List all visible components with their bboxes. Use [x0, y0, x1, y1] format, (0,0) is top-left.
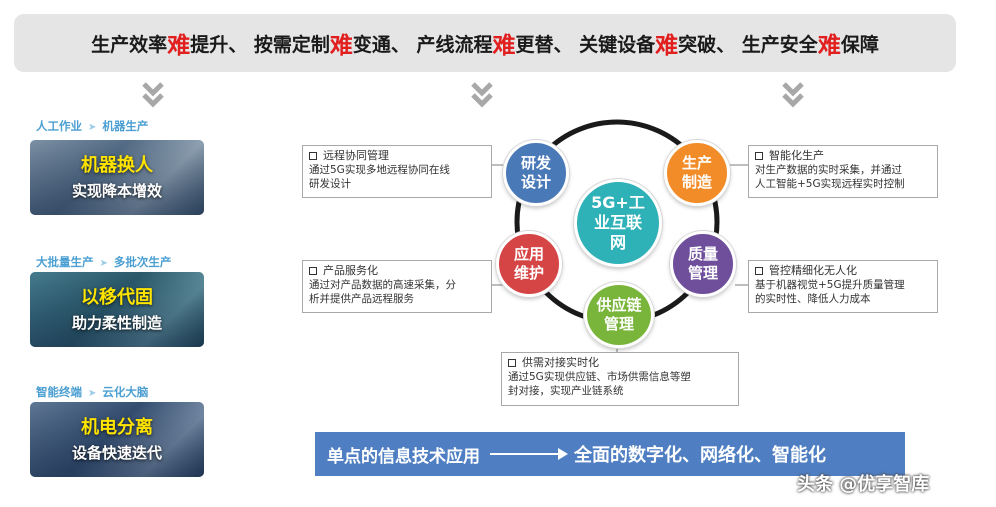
checkbox-icon	[309, 267, 317, 275]
watermark: 头条 @优享智库	[797, 474, 930, 495]
photo-card-robots: 机器换人 实现降本增效	[30, 140, 204, 215]
info-title: 智能化生产	[769, 149, 824, 162]
node-supply: 供应链 管理	[584, 282, 654, 348]
info-line: 通过5G实现供应链、市场供需信息等塑	[508, 371, 691, 383]
card-title: 机电分离	[81, 416, 153, 438]
banner-emphasis-2: 难	[329, 33, 353, 59]
evolution-from: 单点的信息技术应用	[327, 446, 480, 467]
arrow-right-icon	[490, 448, 568, 460]
banner-emphasis-3: 难	[492, 33, 516, 59]
checkbox-icon	[755, 267, 763, 275]
info-title: 远程协同管理	[323, 149, 389, 162]
banner-text-1: 生产效率	[91, 33, 168, 56]
banner-text-2: 按需定制	[253, 33, 330, 56]
checkbox-icon	[755, 152, 763, 160]
info-line: 研发设计	[309, 178, 351, 190]
node-maintenance: 应用 维护	[496, 231, 562, 297]
banner-text-5b: 保障	[840, 33, 879, 56]
checkbox-icon	[508, 359, 516, 367]
node-label: 生产 制造	[681, 154, 712, 191]
card-subtitle: 助力柔性制造	[71, 313, 162, 332]
info-box-rd: 远程协同管理 通过5G实现多地远程协同在线 研发设计	[302, 145, 492, 198]
card-title: 机器换人	[81, 154, 153, 176]
node-production: 生产 制造	[664, 140, 730, 206]
node-label: 应用 维护	[513, 245, 544, 282]
banner-text-1b: 提升、	[190, 33, 248, 56]
info-title: 产品服务化	[323, 264, 378, 277]
info-title: 供需对接实时化	[522, 356, 599, 369]
info-box-production: 智能化生产 对生产数据的实时采集，并通过 人工智能+5G实现远程实时控制	[748, 145, 938, 198]
chevron-down-icon	[471, 82, 493, 108]
transition-tag-2: 大批量生产 ➤ 多批次生产	[36, 254, 216, 270]
node-rd: 研发 设计	[503, 140, 569, 206]
info-line: 人工智能+5G实现远程实时控制	[755, 178, 905, 190]
info-line: 的实时性、降低人力成本	[755, 293, 871, 305]
node-label: 研发 设计	[520, 154, 551, 191]
chevron-down-icon	[142, 82, 164, 108]
arrow-right-icon: ➤	[88, 388, 97, 399]
hub-label: 5G+工 业互联 网	[591, 193, 645, 252]
banner-text-2b: 变通、	[352, 33, 410, 56]
checkbox-icon	[309, 152, 317, 160]
photo-card-separation: 机电分离 设备快速迭代	[30, 402, 204, 477]
info-line: 通过对产品数据的高速采集，分	[309, 279, 456, 291]
card-subtitle: 实现降本增效	[71, 181, 162, 200]
tag-from: 大批量生产	[36, 255, 94, 269]
tag-from: 智能终端	[36, 385, 82, 399]
tag-to: 多批次生产	[113, 255, 172, 269]
photo-card-flexible: 以移代固 助力柔性制造	[30, 272, 204, 347]
arrow-right-icon: ➤	[99, 258, 108, 269]
chevron-down-icon	[782, 82, 804, 108]
banner-text-4: 关键设备	[579, 33, 656, 56]
card-title: 以移代固	[81, 286, 153, 308]
info-box-service: 产品服务化 通过对产品数据的高速采集，分 析并提供产品远程服务	[302, 260, 492, 313]
tag-to: 机器生产	[102, 119, 149, 133]
info-box-supply: 供需对接实时化 通过5G实现供应链、市场供需信息等塑 封对接，实现产业链系统	[501, 352, 739, 406]
node-label: 质量 管理	[687, 245, 718, 282]
node-quality: 质量 管理	[670, 231, 736, 297]
info-line: 析并提供产品远程服务	[309, 293, 414, 305]
transition-tag-1: 人工作业 ➤ 机器生产	[36, 118, 216, 134]
info-line: 基于机器视觉+5G提升质量管理	[755, 279, 905, 291]
banner-text-3b: 更替、	[515, 33, 573, 56]
banner-emphasis-1: 难	[167, 33, 191, 59]
info-title: 管控精细化无人化	[769, 264, 857, 277]
tag-to: 云化大脑	[102, 385, 149, 399]
card-subtitle: 设备快速迭代	[71, 443, 162, 462]
node-label: 供应链 管理	[596, 296, 642, 333]
info-line: 通过5G实现多地远程协同在线	[309, 164, 450, 176]
banner-text-3: 产线流程	[416, 33, 493, 56]
tag-from: 人工作业	[36, 119, 82, 133]
banner-text-4b: 突破、	[678, 33, 736, 56]
banner-emphasis-4: 难	[655, 33, 679, 59]
evolution-to: 全面的数字化、网络化、智能化	[574, 445, 826, 466]
challenge-banner: 生产效率难提升、 按需定制难变通、 产线流程难更替、 关键设备难突破、 生产安全…	[14, 14, 956, 72]
banner-text-5: 生产安全	[741, 33, 818, 56]
transition-tag-3: 智能终端 ➤ 云化大脑	[36, 384, 216, 400]
info-line: 封对接，实现产业链系统	[508, 385, 624, 397]
hub-bubble: 5G+工 业互联 网	[574, 179, 662, 267]
evolution-bar: 单点的信息技术应用 全面的数字化、网络化、智能化	[315, 432, 905, 476]
banner-emphasis-5: 难	[817, 33, 841, 59]
info-line: 对生产数据的实时采集，并通过	[755, 164, 902, 176]
info-box-quality: 管控精细化无人化 基于机器视觉+5G提升质量管理 的实时性、降低人力成本	[748, 260, 938, 313]
arrow-right-icon: ➤	[88, 122, 97, 133]
